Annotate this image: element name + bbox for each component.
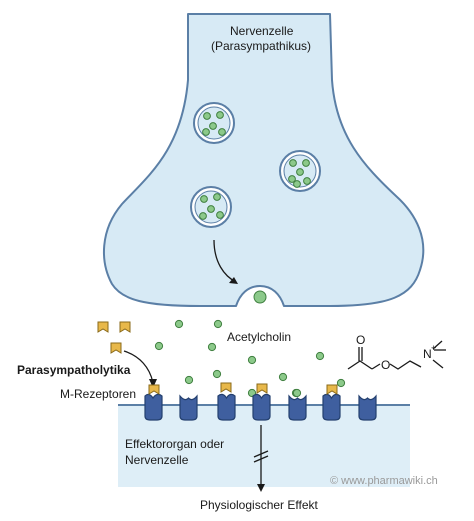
acetylcholine-structure [347,340,446,370]
ester-oxygen: O [381,358,390,372]
watermark: © www.pharmawiki.ch [330,475,438,487]
parasympatholytic-molecules [97,321,131,354]
block-mark [253,455,269,463]
receptor-label: M-Rezeptoren [60,387,137,401]
arrowhead [229,277,238,284]
effect-label: Physiologischer Effekt [200,498,318,512]
neuron-label-sub: (Parasympathikus) [211,39,312,53]
drug-class-label: Parasympatholytika [17,363,131,377]
bound-antagonists [148,382,338,395]
neuron-label: Nervenzelle [230,24,294,38]
effector-label: Effektororgan oder [125,437,225,451]
effector-label-sub: Nervenzelle [125,453,189,467]
fusing-vesicle [253,290,267,304]
bound-acetylcholine [292,388,302,398]
charge-sign: + [431,343,436,353]
nerve-terminal [103,13,425,307]
muscarinic-receptors [144,393,377,421]
block-mark [253,450,269,458]
arrowhead [149,379,157,388]
arrowhead [257,484,265,492]
acetylcholine-molecules-in-vesicles [199,111,311,220]
nitrogen-atom: N [423,347,432,361]
carbonyl-oxygen: O [356,333,365,347]
acetylcholine-label: Acetylcholin [227,330,292,344]
